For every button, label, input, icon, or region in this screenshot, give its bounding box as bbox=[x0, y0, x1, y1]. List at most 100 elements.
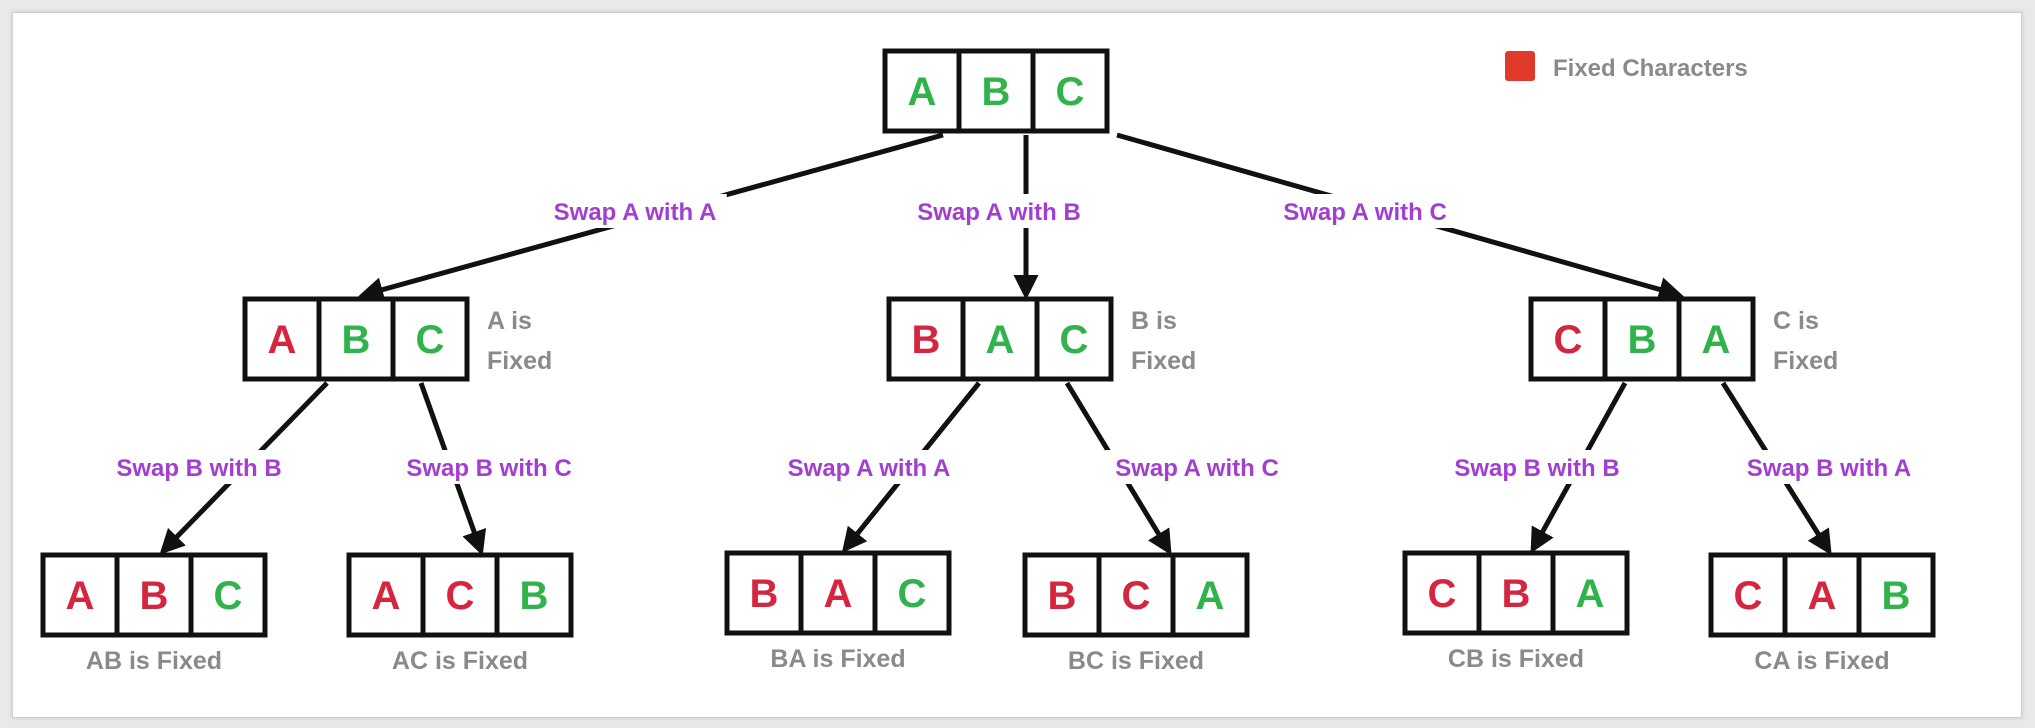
fixed-character: B bbox=[1048, 574, 1077, 618]
cell-box bbox=[390, 296, 470, 382]
cell-box bbox=[1476, 550, 1556, 636]
cell-box bbox=[1030, 48, 1110, 134]
cell-box bbox=[242, 296, 322, 382]
cell-box bbox=[1856, 552, 1936, 638]
permutation-tree-diagram: Swap A with A Swap A with B Swap A with C S… bbox=[40, 48, 1936, 675]
free-character: A bbox=[986, 318, 1015, 362]
edge-label-bg bbox=[777, 450, 961, 484]
cell-box bbox=[1170, 552, 1250, 638]
fixed-caption: AB is Fixed bbox=[86, 647, 222, 675]
cell-box bbox=[1676, 296, 1756, 382]
free-character: C bbox=[1060, 318, 1089, 362]
cell-box bbox=[1602, 296, 1682, 382]
fixed-note-line2: Fixed bbox=[1773, 347, 1838, 375]
fixed-note-line2: Fixed bbox=[487, 347, 552, 375]
fixed-note-line1: C is bbox=[1773, 307, 1819, 335]
cell-box bbox=[886, 296, 966, 382]
free-character: A bbox=[1702, 318, 1731, 362]
edge-label-bg bbox=[1445, 450, 1629, 484]
free-character: A bbox=[908, 70, 937, 114]
swap-label: Swap B with C bbox=[406, 455, 571, 482]
fixed-character: B bbox=[1502, 572, 1531, 616]
free-character: B bbox=[342, 318, 371, 362]
cell-box bbox=[1528, 296, 1608, 382]
cell-box bbox=[882, 48, 962, 134]
fixed-note-line1: B is bbox=[1131, 307, 1177, 335]
free-character: B bbox=[520, 574, 549, 618]
free-character: C bbox=[898, 572, 927, 616]
fixed-character: B bbox=[912, 318, 941, 362]
edge-label-bg bbox=[543, 194, 727, 228]
fixed-character: C bbox=[1428, 572, 1457, 616]
legend-label: Fixed Characters bbox=[1553, 55, 1748, 82]
legend-swatch bbox=[1505, 51, 1535, 81]
swap-label: Swap A with C bbox=[1115, 455, 1279, 482]
fixed-character: C bbox=[1554, 318, 1583, 362]
cell-box bbox=[494, 552, 574, 638]
fixed-character: B bbox=[750, 572, 779, 616]
fixed-character: C bbox=[1734, 574, 1763, 618]
free-character: C bbox=[1056, 70, 1085, 114]
edge-label-bg bbox=[1105, 450, 1289, 484]
fixed-character: A bbox=[1808, 574, 1837, 618]
legend: Fixed Characters bbox=[1505, 51, 1748, 82]
free-character: C bbox=[416, 318, 445, 362]
fixed-character: A bbox=[66, 574, 95, 618]
free-character: A bbox=[1196, 574, 1225, 618]
cell-box bbox=[1550, 550, 1630, 636]
swap-label: Swap B with A bbox=[1747, 455, 1911, 482]
free-character: B bbox=[1628, 318, 1657, 362]
edge-label-bg bbox=[1737, 450, 1921, 484]
swap-label: Swap A with C bbox=[1283, 199, 1447, 226]
fixed-character: C bbox=[1122, 574, 1151, 618]
cell-box bbox=[872, 550, 952, 636]
free-character: C bbox=[214, 574, 243, 618]
fixed-character: A bbox=[268, 318, 297, 362]
swap-label: Swap A with A bbox=[788, 455, 951, 482]
fixed-caption: AC is Fixed bbox=[392, 647, 528, 675]
level1-node: A B C bbox=[242, 296, 470, 382]
cell-box bbox=[1708, 552, 1788, 638]
fixed-character: C bbox=[446, 574, 475, 618]
cell-box bbox=[188, 552, 268, 638]
diagram-frame: Swap A with A Swap A with B Swap A with C S… bbox=[12, 12, 2022, 718]
edge-label-bg bbox=[907, 194, 1091, 228]
cell-box bbox=[1034, 296, 1114, 382]
cell-box bbox=[114, 552, 194, 638]
cell-box bbox=[420, 552, 500, 638]
cell-box bbox=[1402, 550, 1482, 636]
fixed-caption: CB is Fixed bbox=[1448, 645, 1584, 673]
cell-box bbox=[724, 550, 804, 636]
edge-labels: Swap A with A Swap A with B Swap A with C S… bbox=[107, 194, 1921, 484]
edge-label-bg bbox=[1273, 194, 1457, 228]
edge-label-bg bbox=[397, 450, 581, 484]
cell-box bbox=[1782, 552, 1862, 638]
root-node: A B C bbox=[882, 48, 1110, 134]
swap-label: Swap A with B bbox=[917, 199, 1081, 226]
swap-label: Swap B with B bbox=[116, 455, 281, 482]
free-character: B bbox=[982, 70, 1011, 114]
free-character: B bbox=[1882, 574, 1911, 618]
fixed-character: A bbox=[824, 572, 853, 616]
fixed-note-line1: A is bbox=[487, 307, 532, 335]
swap-label: Swap A with A bbox=[554, 199, 717, 226]
fixed-character: A bbox=[372, 574, 401, 618]
free-character: A bbox=[1576, 572, 1605, 616]
cell-box bbox=[1096, 552, 1176, 638]
fixed-note-line2: Fixed bbox=[1131, 347, 1196, 375]
cell-box bbox=[316, 296, 396, 382]
fixed-caption: BA is Fixed bbox=[770, 645, 905, 673]
edge-label-bg bbox=[107, 450, 291, 484]
fixed-caption: BC is Fixed bbox=[1068, 647, 1204, 675]
cell-box bbox=[956, 48, 1036, 134]
